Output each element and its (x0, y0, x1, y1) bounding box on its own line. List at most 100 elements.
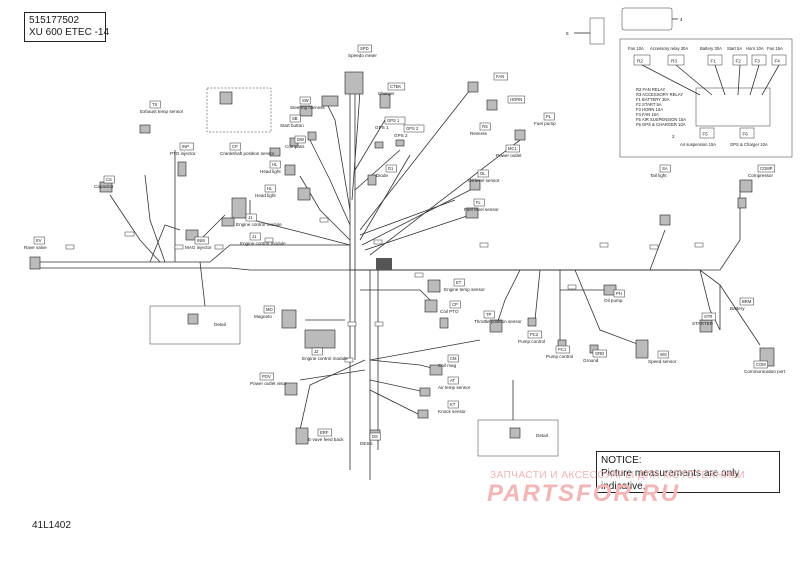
component-code: OL (480, 171, 486, 176)
component-code: TP (486, 312, 492, 317)
component-code: J1 (252, 234, 257, 239)
component-code: CP (232, 144, 238, 149)
component-code: MO (266, 307, 273, 312)
component-tag-box (403, 124, 425, 133)
component-tag-box (613, 289, 625, 298)
component-label: Communication port (744, 369, 786, 374)
component-code: GPS 1 (387, 118, 400, 123)
component-code: J2 (314, 349, 319, 354)
component-tag-box (385, 164, 397, 173)
component-tag-box (753, 360, 768, 369)
component-code: SA (662, 166, 668, 171)
component-code: INM (197, 238, 205, 243)
component-code: AT (450, 378, 455, 383)
part-number: 515177502 (29, 15, 80, 26)
component-label: Rave valve (24, 245, 47, 250)
fuse-label-gps: GPS & Charger 10A (730, 142, 768, 147)
detail-label-1: Detail (214, 322, 226, 327)
component-tag-box (483, 310, 495, 319)
component-label: Throttle position sensor (474, 319, 522, 324)
component-label: STARTER (692, 321, 714, 326)
component-code: KT (450, 402, 456, 407)
component-tag-box (757, 164, 776, 173)
component-tag-box (249, 232, 261, 241)
component-code: TS (152, 102, 158, 107)
fuse-label-fan15: Fan 15A (767, 46, 783, 51)
harness-wires (40, 80, 761, 480)
component-code: ET (456, 280, 462, 285)
component-label: Magneto (254, 314, 272, 319)
doc-reference: 41L1402 (32, 520, 71, 531)
fuse-label-battery: Battery 30A (700, 46, 722, 51)
component-label: GPS 2 (394, 133, 408, 138)
component-code: HL (267, 186, 273, 191)
detail-boxes: Detail Detail (149, 87, 559, 457)
component-tag-box (701, 312, 716, 321)
component-code: J1 (248, 215, 253, 220)
component-code: STR (704, 314, 712, 319)
component-label: Battery (730, 306, 745, 311)
component-label: Power outlet (496, 153, 522, 158)
fusebox-housing (621, 7, 673, 31)
component-label: Speedo meter (348, 53, 377, 58)
component-code: FL (476, 200, 482, 205)
component-code: ERF (320, 430, 329, 435)
slot-f3: F3 (755, 59, 761, 64)
component-label: Engine control module (236, 222, 282, 227)
component-code: CM (450, 356, 457, 361)
component-code: SPD (360, 46, 369, 51)
component-label: Power outlet visor (250, 381, 287, 386)
legend-6: F5 AIR SUSPENSION 15A (636, 117, 686, 122)
component-tag-box (264, 184, 276, 193)
component-tag-box (592, 349, 607, 358)
legend-5: F4 FAN 15A (636, 112, 659, 117)
fuse-label-accessory: Accessory relay 30A (650, 46, 688, 51)
component-code: POV (262, 374, 271, 379)
component-code: HL (272, 162, 278, 167)
component-label: Compass (285, 144, 305, 149)
component-tag-box (453, 278, 465, 287)
component-tag-box (263, 305, 275, 314)
component-tag-box (299, 96, 311, 105)
component-tag-box (505, 144, 520, 153)
component-label: Oil pump (604, 298, 623, 303)
component-code: WS (660, 352, 667, 357)
component-label: Air temp sensor (438, 385, 471, 390)
slot-f1: F1 (711, 59, 717, 64)
component-label: MAG injector (185, 245, 212, 250)
component-tag-box (229, 142, 241, 151)
component-tag-box (507, 95, 526, 104)
component-code: RS (482, 124, 488, 129)
fusebox-block (695, 87, 771, 127)
component-label: Fuel pump (534, 121, 556, 126)
component-code: GPS 2 (406, 126, 419, 131)
component-code: GRD (595, 351, 604, 356)
component-label: Speed sensor (648, 359, 677, 364)
component-tag-box (479, 122, 491, 131)
grommet-block (376, 258, 392, 270)
component-label: Pump control (546, 354, 573, 359)
component-code: HORN (510, 97, 522, 102)
component-label: Tail light (650, 173, 667, 178)
callout-2: 2 (672, 134, 675, 139)
component-tag-box (289, 114, 301, 123)
notice-heading: NOTICE: (601, 455, 642, 466)
component-label: Coil mag (438, 363, 457, 368)
component-label: Capacitor (94, 184, 114, 189)
slot-f6: F6 (743, 132, 749, 137)
component-code: CP (452, 302, 458, 307)
component-label: Knock sensor (438, 409, 466, 414)
component-label: Head light (255, 193, 276, 198)
fusebox-cover (589, 17, 605, 45)
component-tag-box (269, 160, 281, 169)
fuse-label-start: Start 5A (727, 46, 742, 51)
component-label: Engine temp sensor (444, 287, 485, 292)
component-code: CTEK (390, 84, 401, 89)
component-tag-box (294, 135, 306, 144)
component-tag-box (555, 345, 570, 354)
model-name: XU 600 ETEC -14 (29, 27, 110, 38)
component-label: GPS 1 (375, 125, 389, 130)
component-tag-box (387, 82, 406, 91)
component-tag-box (179, 142, 194, 151)
